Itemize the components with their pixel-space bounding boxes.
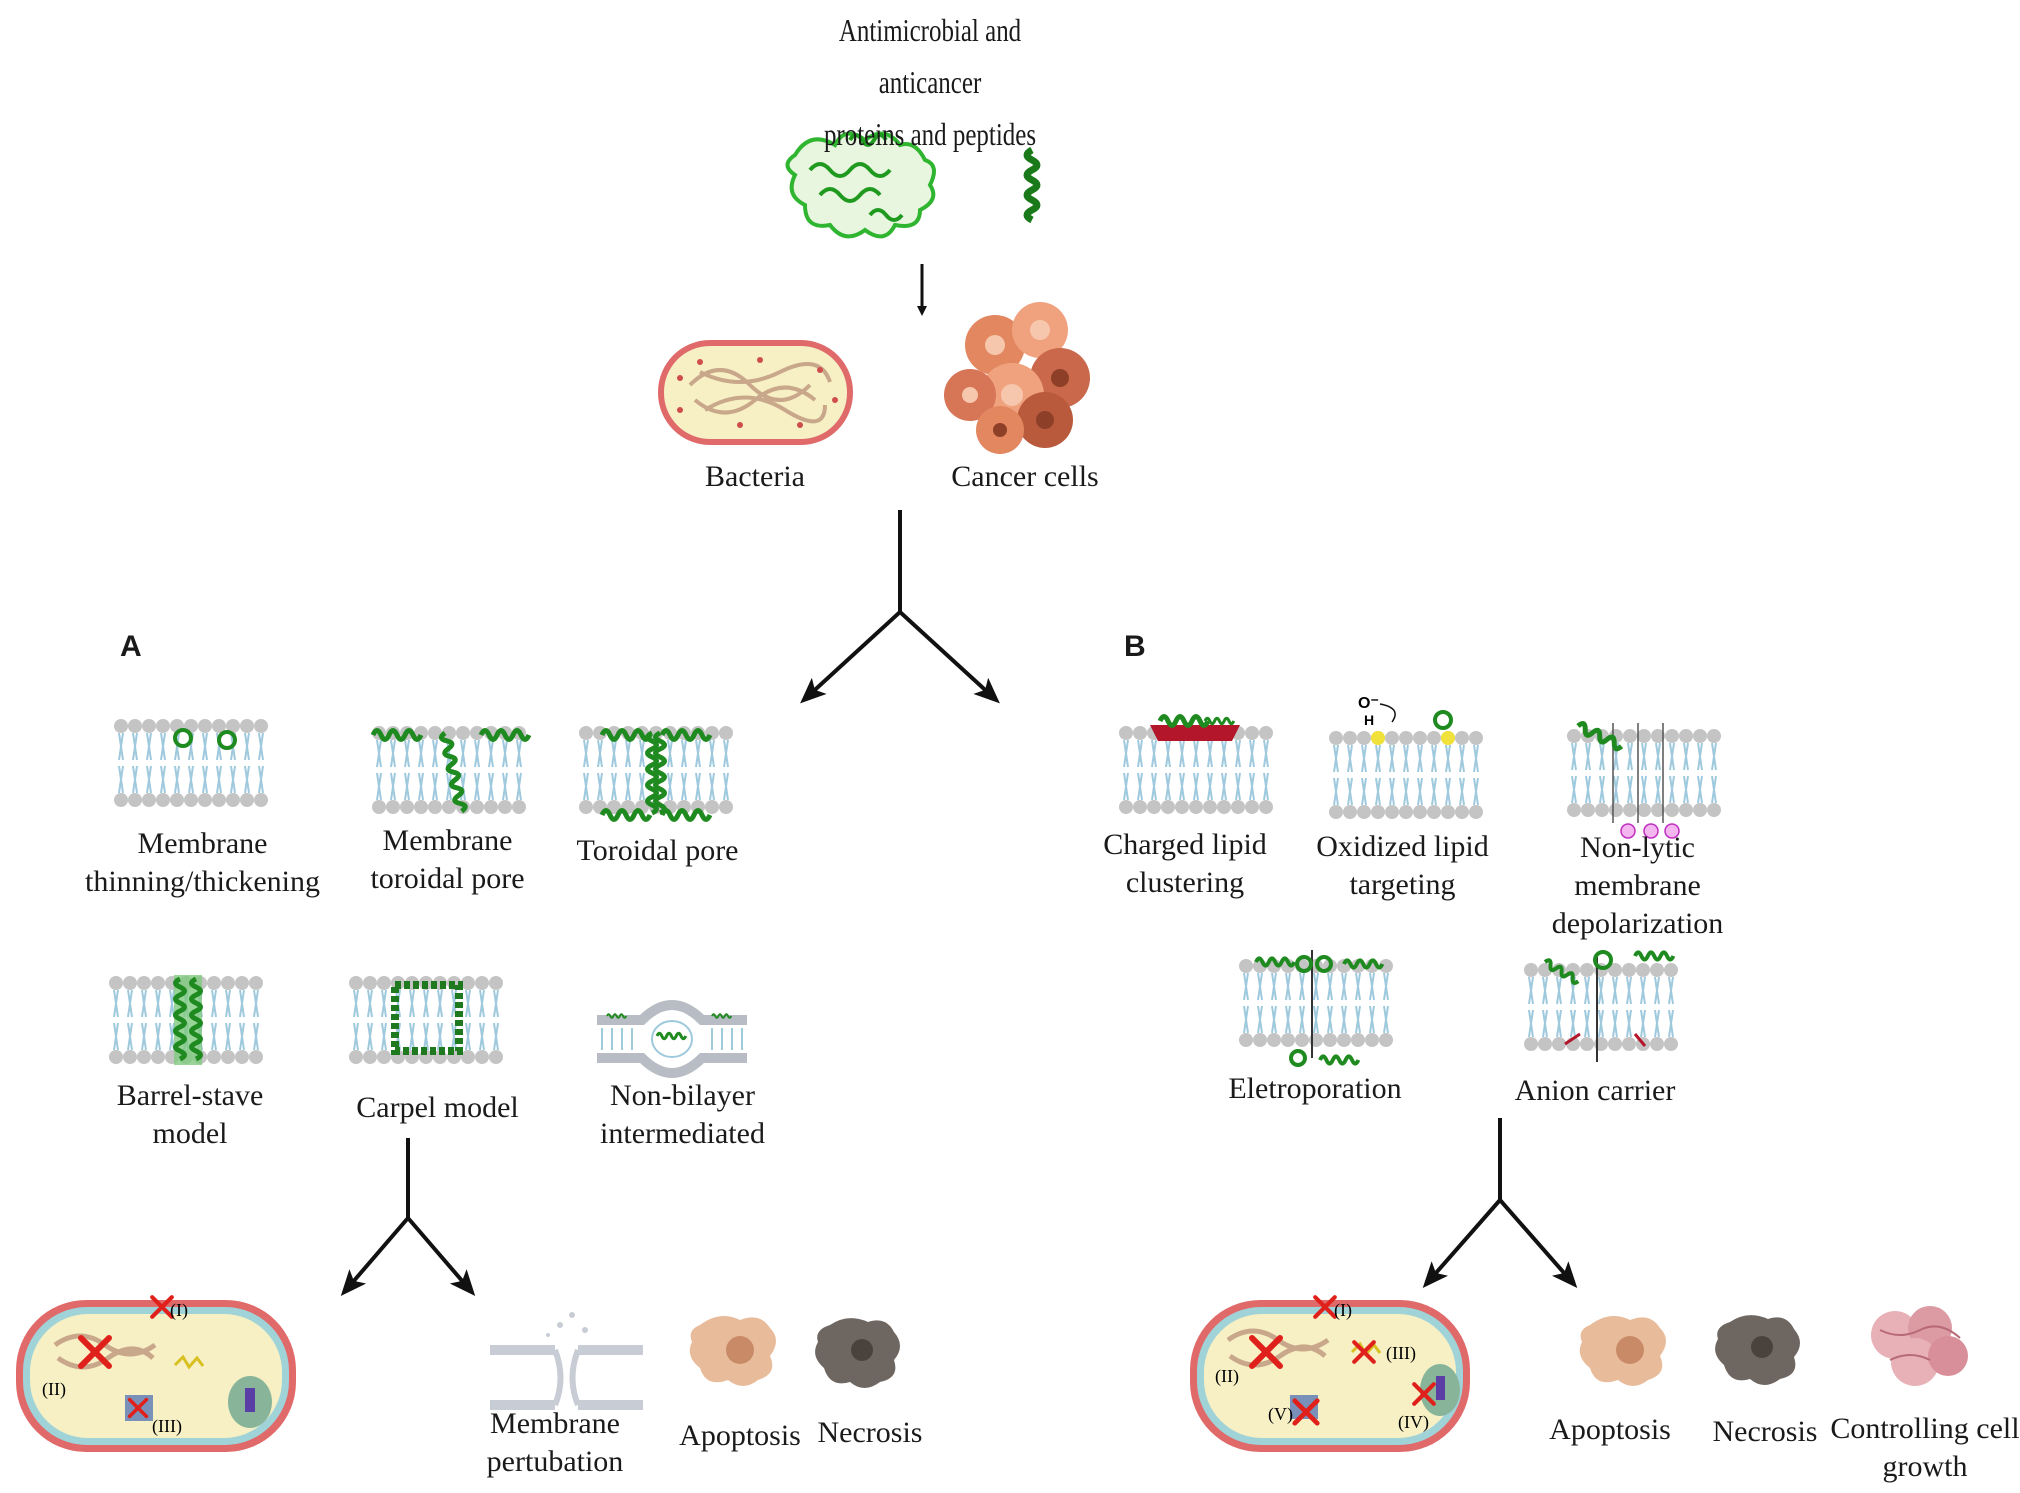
- label-anion-carrier: Anion carrier: [1505, 1072, 1685, 1110]
- panel-b-necrosis-icon: [1715, 1315, 1800, 1385]
- cancer-cells-label: Cancer cells: [951, 460, 1099, 493]
- label-oxidized-lipid: Oxidized lipid targeting: [1310, 828, 1495, 904]
- toroidal-pore-icon: [578, 725, 734, 820]
- panel-a-branch-arrow: [340, 1138, 476, 1297]
- carpet-model-icon: [348, 975, 504, 1065]
- label-line: depolarization: [1551, 907, 1724, 940]
- panel-b-mark-ii: (II): [1215, 1366, 1239, 1387]
- label-line: Membrane: [137, 827, 268, 860]
- label-panel-b-apoptosis: Apoptosis: [1549, 1413, 1671, 1446]
- svg-text:H: H: [1364, 712, 1374, 728]
- label-line: growth: [1882, 1450, 1968, 1483]
- panel-b-mark-iii: (III): [1386, 1343, 1416, 1364]
- panel-b-branch-arrow: [1422, 1118, 1578, 1289]
- panel-b-mark-iv: (IV): [1398, 1412, 1429, 1433]
- panel-b-mark-i: (I): [1334, 1300, 1352, 1321]
- label-line: Anion carrier: [1514, 1074, 1676, 1107]
- label-line: Barrel-stave: [116, 1079, 264, 1112]
- label-line: Eletroporation: [1228, 1072, 1402, 1105]
- alpha-helix-icon: [1023, 146, 1041, 224]
- panel-b-mark-v: (V): [1268, 1404, 1293, 1425]
- label-line: intermediated: [600, 1117, 765, 1150]
- label-line: Non-bilayer: [610, 1079, 755, 1112]
- panel-a-mark-i: (I): [170, 1300, 188, 1321]
- anion-carrier-icon: [1523, 950, 1679, 1062]
- panel-a-mark-ii: (II): [42, 1379, 66, 1400]
- label-line: Membrane: [490, 1407, 620, 1440]
- oxidized-lipid-targeting-icon: O⁻ H: [1328, 695, 1484, 820]
- panel-a-apoptosis-icon: [689, 1316, 776, 1386]
- label-line: toroidal pore: [370, 862, 525, 895]
- label-line: Carpel model: [356, 1091, 519, 1124]
- title-line-2: proteins and peptides: [823, 116, 1037, 152]
- label-non-bilayer: Non-bilayer intermediated: [590, 1077, 775, 1153]
- label-carpel-model: Carpel model: [340, 1089, 535, 1127]
- label-panel-a-apoptosis: Apoptosis: [679, 1419, 801, 1452]
- electroporation-icon: [1238, 950, 1394, 1067]
- panel-a-letter: A: [120, 630, 142, 663]
- panel-b-letter: B: [1124, 630, 1146, 663]
- main-branch-arrow: [800, 510, 1000, 704]
- label-line: targeting: [1349, 868, 1456, 901]
- label-line: Oxidized lipid: [1316, 830, 1489, 863]
- label-line: Non-lytic membrane: [1574, 831, 1701, 902]
- panel-b-apoptosis-icon: [1579, 1316, 1666, 1386]
- label-panel-b-necrosis: Necrosis: [1712, 1415, 1818, 1448]
- controlling-cell-growth-icon: [1871, 1306, 1968, 1386]
- panel-b-damaged-bacterium-icon: [1190, 1297, 1470, 1452]
- panel-a-mark-iii: (III): [152, 1416, 182, 1437]
- bacteria-label: Bacteria: [705, 460, 805, 493]
- panel-a-damaged-bacterium-icon: [16, 1297, 296, 1452]
- label-line: Membrane: [382, 824, 513, 857]
- label-line: Charged lipid: [1103, 828, 1267, 861]
- non-lytic-depolarization-icon: [1566, 722, 1722, 839]
- protein-structure-icon: [785, 131, 936, 239]
- bacterium-icon: [658, 340, 853, 445]
- membrane-toroidal-pore-icon: [372, 725, 529, 815]
- label-membrane-toroidal-pore: Membrane toroidal pore: [350, 822, 545, 898]
- barrel-stave-icon: [108, 975, 264, 1065]
- svg-text:O⁻: O⁻: [1358, 695, 1379, 712]
- label-line: clustering: [1125, 866, 1245, 899]
- label-line: pertubation: [486, 1445, 624, 1478]
- label-non-lytic-depolarization: Non-lytic membrane depolarization: [1515, 829, 1760, 943]
- label-line: Toroidal pore: [576, 834, 739, 867]
- label-controlling-cell-growth: Controlling cell growth: [1830, 1410, 2020, 1486]
- title-line-1: Antimicrobial and anticancer: [838, 12, 1022, 100]
- figure-title: Antimicrobial and anticancer proteins an…: [797, 4, 1062, 160]
- label-charged-lipid: Charged lipid clustering: [1100, 826, 1270, 902]
- membrane-perturbation-icon: [490, 1312, 643, 1410]
- label-electroporation: Eletroporation: [1220, 1070, 1410, 1108]
- charged-lipid-clustering-icon: [1118, 717, 1274, 815]
- membrane-thinning-icon: [113, 718, 269, 808]
- label-line: Controlling cell: [1830, 1412, 2020, 1445]
- label-barrel-stave: Barrel-stave model: [95, 1077, 285, 1153]
- label-membrane-thinning: Membrane thinning/thickening: [80, 825, 325, 901]
- label-membrane-perturbation: Membrane pertubation: [480, 1405, 630, 1481]
- label-line: model: [152, 1117, 228, 1150]
- panel-a-necrosis-icon: [815, 1318, 900, 1388]
- non-bilayer-icon: [597, 1000, 747, 1078]
- cancer-cell-cluster-icon: [944, 302, 1090, 454]
- label-toroidal-pore: Toroidal pore: [565, 832, 750, 870]
- label-panel-a-necrosis: Necrosis: [817, 1416, 923, 1449]
- label-line: thinning/thickening: [85, 865, 320, 898]
